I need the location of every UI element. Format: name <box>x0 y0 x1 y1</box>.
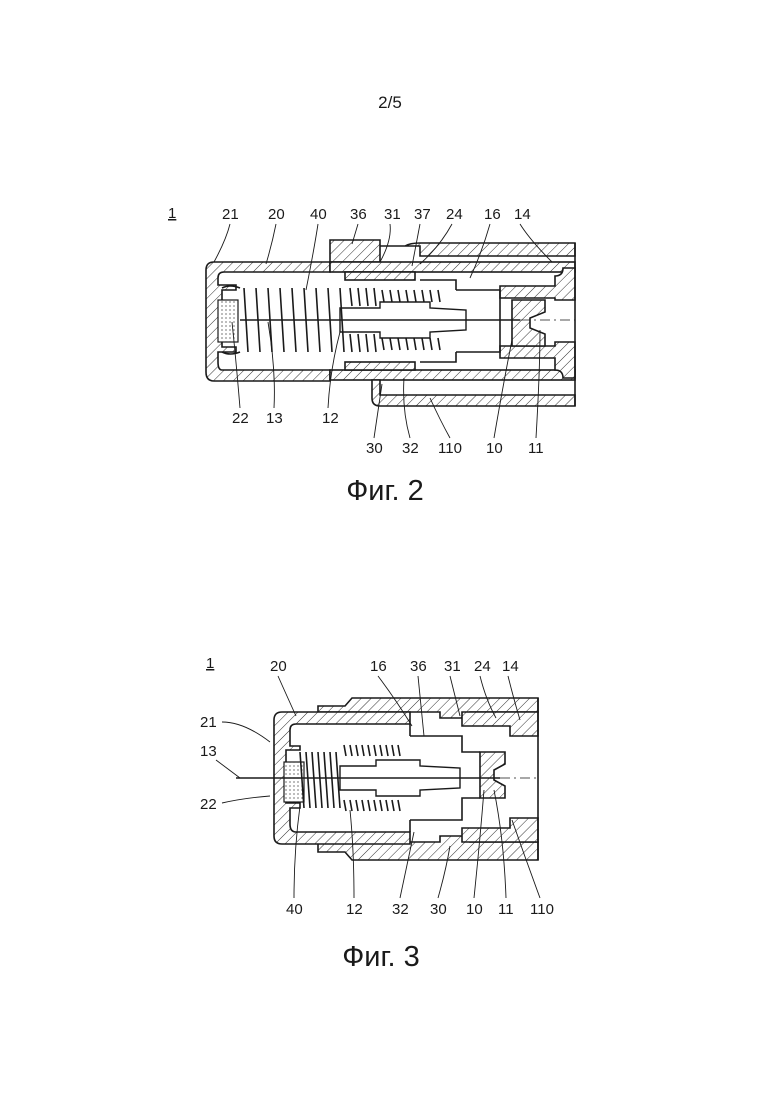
fig3-label-12: 12 <box>346 901 363 918</box>
fig2-label-110: 110 <box>438 440 462 457</box>
body-upper-wall <box>330 240 575 262</box>
fig2-label-24: 24 <box>446 206 463 223</box>
fig3-label-30: 30 <box>430 901 447 918</box>
fig2-label-10: 10 <box>486 440 503 457</box>
fig2-label-13: 13 <box>266 410 283 427</box>
fig2-label-36: 36 <box>350 206 367 223</box>
front-cavity-lower <box>462 818 538 842</box>
fig2-label-14: 14 <box>514 206 531 223</box>
fig2-label-21: 21 <box>222 206 239 223</box>
fig3-label-36: 36 <box>410 658 427 675</box>
figure-3-reference: 1 <box>206 655 214 672</box>
sleeve-lower <box>345 362 415 370</box>
fig2-label-12: 12 <box>322 410 339 427</box>
fig3-label-110: 110 <box>530 901 554 918</box>
fig3-label-40: 40 <box>286 901 303 918</box>
page-number: 2/5 <box>378 93 402 112</box>
fig3-label-21: 21 <box>200 714 217 731</box>
body-lower-wall <box>372 380 575 406</box>
fig3-label-31: 31 <box>444 658 461 675</box>
figure-2-drawing <box>206 240 575 406</box>
fig3-label-22: 22 <box>200 796 217 813</box>
figure-2-reference: 1 <box>168 205 176 222</box>
fig3-label-32: 32 <box>392 901 409 918</box>
figure-2-caption: Фиг. 2 <box>346 475 424 507</box>
fig2-label-37: 37 <box>414 206 431 223</box>
fig2-label-22: 22 <box>232 410 249 427</box>
figure-2: 1 21 20 40 36 31 37 24 16 14 22 13 12 30… <box>168 205 575 507</box>
fig3-label-24: 24 <box>474 658 491 675</box>
fig3-label-10: 10 <box>466 901 483 918</box>
fig3-label-11: 11 <box>498 901 514 918</box>
fig2-label-16: 16 <box>484 206 501 223</box>
fig2-label-32: 32 <box>402 440 419 457</box>
figure-3-caption: Фиг. 3 <box>342 941 420 973</box>
figure-3-drawing <box>236 698 538 860</box>
fig2-label-20: 20 <box>268 206 285 223</box>
fig2-label-31: 31 <box>384 206 401 223</box>
rear-plug <box>218 300 238 342</box>
fig3-label-16: 16 <box>370 658 387 675</box>
fig3-label-20: 20 <box>270 658 287 675</box>
sleeve-upper <box>345 272 415 280</box>
fig2-label-40: 40 <box>310 206 327 223</box>
fig2-label-11: 11 <box>528 440 544 457</box>
fig3-label-13: 13 <box>200 743 217 760</box>
fig3-label-14: 14 <box>502 658 519 675</box>
body-lower-band <box>330 370 575 380</box>
spring-40 <box>300 752 340 808</box>
fig2-label-30: 30 <box>366 440 383 457</box>
figure-3: 1 20 16 36 31 24 14 21 13 22 40 12 32 30… <box>200 655 554 973</box>
body-upper-band <box>330 262 575 272</box>
front-cavity-upper <box>462 712 538 736</box>
